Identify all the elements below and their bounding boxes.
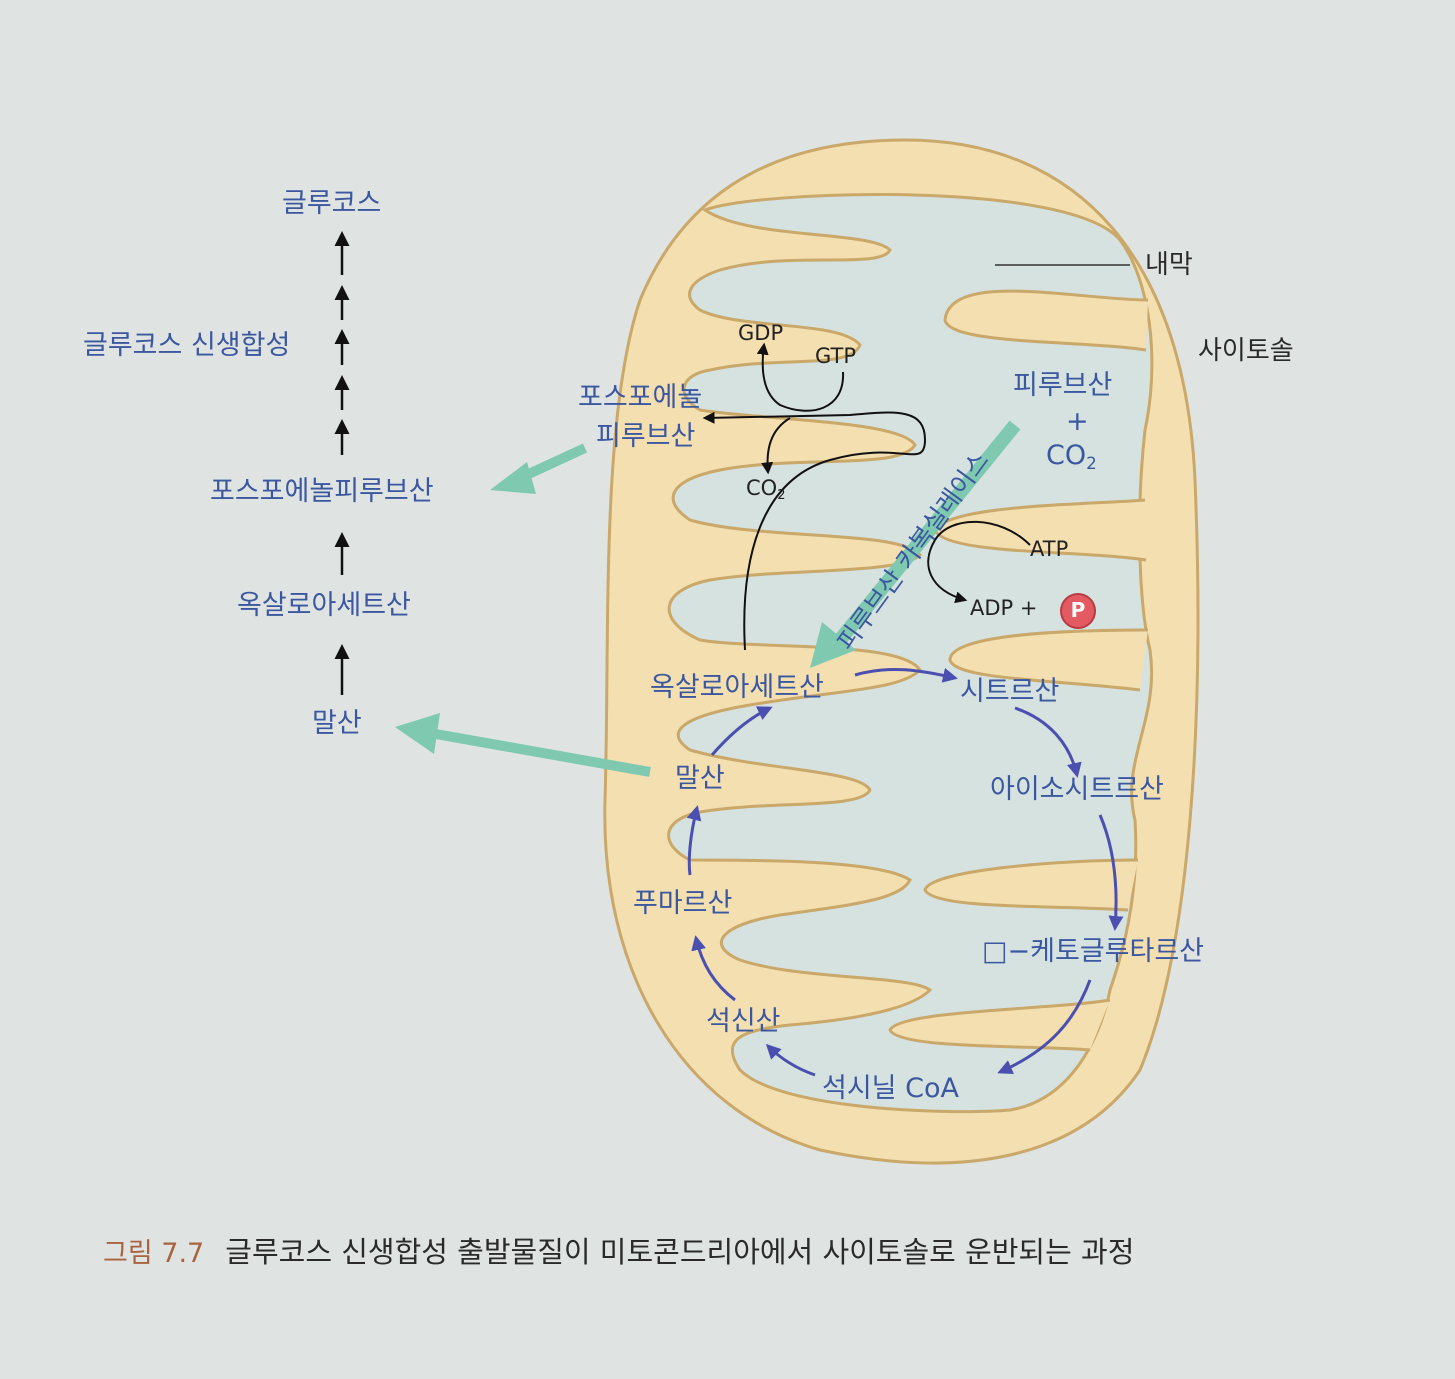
crista-right-3 [948, 628, 1149, 692]
ketoglutarate-label: □−케토글루타르산 [982, 936, 1205, 967]
co2-inner-label: CO2 [746, 478, 785, 502]
cytosol-label: 사이토솔 [1198, 336, 1294, 366]
malate-transport-arrow [429, 728, 651, 777]
transport-arrows [395, 420, 1021, 777]
oaa-cytosol-label: 옥살로아세트산 [237, 590, 411, 621]
pyruvate-carboxylase-arrow [834, 420, 1021, 645]
atp-reaction-arrow [927, 520, 1031, 604]
co2-inner-text: CO [746, 476, 778, 500]
oaa-matrix-label: 옥살로아세트산 [650, 672, 824, 703]
crista-right-1 [943, 289, 1149, 352]
tca-cycle-arrows [686, 667, 1124, 1077]
pep-inner-label-line1: 포스포에놀 [578, 382, 703, 413]
malate-transport-arrowhead [395, 713, 440, 754]
inner-membrane-label: 내막 [1145, 250, 1193, 280]
pyruvate-label: 피루브산 [1013, 370, 1113, 401]
gluconeogenesis-label: 글루코스 신생합성 [83, 330, 291, 361]
citrate-label: 시트르산 [960, 676, 1060, 707]
gtp-label: GTP [815, 344, 857, 368]
malate-cytosol-label: 말산 [312, 708, 362, 739]
plus-sign: + [1066, 406, 1089, 437]
co2-right-text: CO [1046, 440, 1087, 471]
co2-right-subscript: 2 [1086, 453, 1097, 474]
malate-matrix-label: 말산 [675, 763, 725, 794]
atp-label: ATP [1030, 537, 1069, 561]
crista-right-4 [923, 858, 1139, 912]
gdp-label: GDP [738, 321, 784, 345]
caption-number: 그림 7.7 [103, 1238, 205, 1269]
co2-right-label: CO2 [1046, 442, 1097, 472]
pep-cytosol-label: 포스포에놀피루브산 [210, 476, 434, 507]
pepck-reaction [702, 342, 927, 651]
pep-inner-label-line2: 피루브산 [596, 421, 696, 452]
isocitrate-label: 아이소시트르산 [990, 774, 1164, 805]
pep-transport-arrow [517, 443, 588, 483]
glucose-label: 글루코스 [282, 188, 382, 219]
succinyl-coa-label: 석시닐 CoA [822, 1073, 959, 1104]
succinate-label: 석신산 [706, 1006, 781, 1037]
caption-text: 글루코스 신생합성 출발물질이 미토콘드리아에서 사이토솔로 운반되는 과정 [225, 1235, 1135, 1269]
phosphate-circle: P [1060, 593, 1096, 629]
co2-inner-subscript: 2 [777, 487, 786, 503]
adp-label: ADP + [970, 596, 1038, 620]
fumarate-label: 푸마르산 [633, 888, 733, 919]
pyruvate-carboxylase-arrowhead [810, 622, 856, 668]
pep-transport-arrowhead [490, 462, 536, 494]
figure-caption: 그림 7.7 글루코스 신생합성 출발물질이 미토콘드리아에서 사이토솔로 운반… [103, 1235, 1135, 1269]
